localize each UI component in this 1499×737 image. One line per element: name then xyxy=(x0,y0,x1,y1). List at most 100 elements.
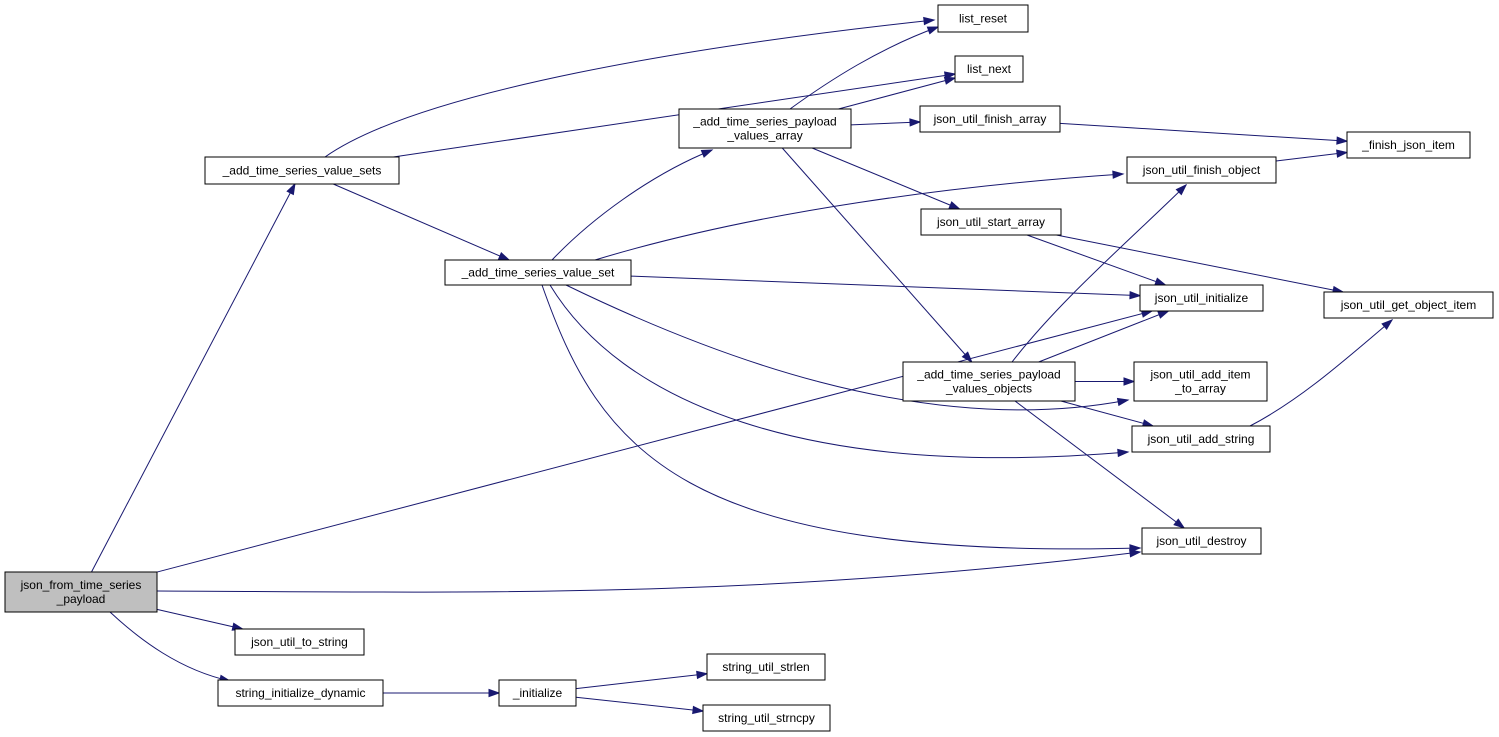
edge-add-time-series-value-sets-to-list-next xyxy=(393,71,957,158)
node-json-util-add-string-box[interactable] xyxy=(1131,425,1271,453)
edge-add-time-series-value-set-to-json-util-add-string-arrowhead xyxy=(1117,448,1130,458)
node-json-util-destroy-label: json_util_destroy xyxy=(1155,534,1246,548)
edge-json-from-time-series-payload-to-add-time-series-value-sets xyxy=(91,182,296,573)
edge-add-time-series-payload-values-array-to-json-util-start-array xyxy=(811,147,961,210)
edge-add-time-series-value-sets-to-list-reset-line xyxy=(324,19,935,158)
node-add-time-series-payload-values-objects-box[interactable] xyxy=(902,361,1076,402)
node-add-time-series-payload-values-objects[interactable]: _add_time_series_payload_values_objects xyxy=(902,361,1076,402)
node-string-initialize-dynamic-box[interactable] xyxy=(217,679,384,707)
edge-json-from-time-series-payload-to-string-initialize-dynamic-line xyxy=(109,611,231,682)
edge-string-initialize-dynamic-to-initialize-arrowhead xyxy=(488,688,501,698)
node-add-time-series-payload-values-array[interactable]: _add_time_series_payload_values_array xyxy=(678,108,852,149)
node-json-util-initialize-label: json_util_initialize xyxy=(1154,291,1249,305)
node-list-reset-label: list_reset xyxy=(959,12,1008,26)
node-add-time-series-payload-values-array-box[interactable] xyxy=(678,108,852,149)
edge-json-from-time-series-payload-to-add-time-series-value-sets-arrowhead xyxy=(286,182,296,196)
edge-initialize-to-string-util-strncpy-arrowhead xyxy=(692,705,705,715)
node-json-util-finish-array-box[interactable] xyxy=(919,105,1061,133)
node-json-util-start-array-box[interactable] xyxy=(920,208,1062,236)
node-string-initialize-dynamic-label: string_initialize_dynamic xyxy=(235,686,365,700)
node-initialize[interactable]: _initialize xyxy=(498,679,577,707)
node-string-util-strlen-box[interactable] xyxy=(706,653,826,681)
node-json-util-to-string-label: json_util_to_string xyxy=(250,635,348,649)
node-string-util-strncpy-label: string_util_strncpy xyxy=(718,711,815,725)
edge-add-time-series-value-set-to-json-util-add-item-to-array xyxy=(565,284,1130,411)
node-add-time-series-payload-values-objects-label: _add_time_series_payload xyxy=(916,368,1060,382)
node-string-util-strncpy-box[interactable] xyxy=(702,704,831,732)
node-json-util-finish-array[interactable]: json_util_finish_array xyxy=(919,105,1061,133)
node-add-time-series-value-set-box[interactable] xyxy=(444,259,632,286)
edge-initialize-to-string-util-strncpy-line xyxy=(575,696,704,712)
edge-json-from-time-series-payload-to-json-util-destroy xyxy=(156,549,1142,593)
edge-initialize-to-string-util-strlen-line xyxy=(575,673,708,690)
edge-add-time-series-payload-values-array-to-json-util-start-array-line xyxy=(811,147,960,210)
node-json-util-add-item-to-array-label: json_util_add_item xyxy=(1149,368,1250,382)
edge-add-time-series-payload-values-objects-to-json-util-destroy-line xyxy=(1014,400,1185,529)
edge-add-time-series-value-sets-to-add-time-series-value-set-line xyxy=(333,183,510,261)
node-json-util-destroy[interactable]: json_util_destroy xyxy=(1141,527,1262,555)
node-add-time-series-value-sets-box[interactable] xyxy=(204,156,400,185)
edge-add-time-series-payload-values-objects-to-json-util-finish-object-line xyxy=(1011,184,1187,363)
node-json-util-finish-object[interactable]: json_util_finish_object xyxy=(1126,156,1277,184)
node-json-util-get-object-item-box[interactable] xyxy=(1323,291,1494,319)
node-list-reset[interactable]: list_reset xyxy=(937,4,1029,33)
edge-add-time-series-value-set-to-json-util-initialize-line xyxy=(630,275,1141,297)
edge-json-util-add-string-to-json-util-get-object-item-arrowhead xyxy=(1381,319,1394,331)
node-json-from-time-series-payload[interactable]: json_from_time_series_payload xyxy=(4,571,158,613)
node-string-util-strncpy[interactable]: string_util_strncpy xyxy=(702,704,831,732)
node-json-util-initialize-box[interactable] xyxy=(1139,284,1264,312)
edge-add-time-series-value-set-to-json-util-destroy xyxy=(541,284,1142,553)
node-json-util-to-string[interactable]: json_util_to_string xyxy=(234,628,365,656)
node-string-util-strlen[interactable]: string_util_strlen xyxy=(706,653,826,681)
node-string-util-strlen-label: string_util_strlen xyxy=(722,660,809,674)
edge-add-time-series-payload-values-array-to-list-next xyxy=(838,76,957,110)
node-json-util-add-string-label: json_util_add_string xyxy=(1147,432,1255,446)
node-initialize-box[interactable] xyxy=(498,679,577,707)
edge-add-time-series-payload-values-array-to-list-reset-line xyxy=(789,26,939,110)
node-list-reset-box[interactable] xyxy=(937,4,1029,33)
edge-add-time-series-payload-values-array-to-add-time-series-payload-values-objects-arrowhead xyxy=(961,351,973,364)
node-json-util-finish-object-box[interactable] xyxy=(1126,156,1277,184)
node-list-next[interactable]: list_next xyxy=(954,55,1024,83)
node-list-next-box[interactable] xyxy=(954,55,1024,83)
edge-json-from-time-series-payload-to-json-util-to-string-line xyxy=(156,608,243,630)
edge-add-time-series-value-set-to-json-util-destroy-line xyxy=(541,284,1141,550)
node-json-util-start-array-label: json_util_start_array xyxy=(936,215,1045,229)
edge-add-time-series-payload-values-array-to-json-util-finish-array xyxy=(850,118,922,127)
node-finish-json-item-box[interactable] xyxy=(1346,131,1471,159)
node-json-util-get-object-item-label: json_util_get_object_item xyxy=(1340,298,1476,312)
node-json-util-initialize[interactable]: json_util_initialize xyxy=(1139,284,1264,312)
node-add-time-series-payload-values-array-label: _values_array xyxy=(726,129,802,143)
edge-add-time-series-value-set-to-json-util-initialize xyxy=(630,275,1142,300)
node-json-util-destroy-box[interactable] xyxy=(1141,527,1262,555)
node-json-util-add-item-to-array[interactable]: json_util_add_item_to_array xyxy=(1133,361,1268,402)
edge-add-time-series-payload-values-array-to-add-time-series-payload-values-objects xyxy=(781,147,973,364)
edge-add-time-series-payload-values-array-to-add-time-series-payload-values-objects-line xyxy=(781,147,973,363)
edge-add-time-series-payload-values-array-to-list-next-arrowhead xyxy=(943,76,957,85)
node-json-util-to-string-box[interactable] xyxy=(234,628,365,656)
node-add-time-series-value-sets[interactable]: _add_time_series_value_sets xyxy=(204,156,400,185)
edge-json-util-start-array-to-json-util-initialize-arrowhead xyxy=(1154,277,1167,286)
edge-json-util-finish-object-to-finish-json-item xyxy=(1275,149,1349,162)
node-json-from-time-series-payload-box[interactable] xyxy=(4,571,158,613)
node-json-util-add-item-to-array-box[interactable] xyxy=(1133,361,1268,402)
node-json-util-get-object-item[interactable]: json_util_get_object_item xyxy=(1323,291,1494,319)
node-add-time-series-payload-values-objects-label: _values_objects xyxy=(945,382,1032,396)
edge-add-time-series-value-sets-to-list-reset xyxy=(324,16,936,158)
edge-add-time-series-payload-values-objects-to-json-util-destroy-arrowhead xyxy=(1173,518,1186,529)
node-json-util-add-string[interactable]: json_util_add_string xyxy=(1131,425,1271,453)
edge-add-time-series-value-set-to-json-util-finish-object-line xyxy=(594,173,1124,261)
node-add-time-series-value-sets-label: _add_time_series_value_sets xyxy=(222,164,382,178)
edge-add-time-series-value-set-to-json-util-add-item-to-array-arrowhead xyxy=(1116,397,1130,407)
edge-json-util-start-array-to-json-util-initialize-line xyxy=(1026,234,1166,286)
node-json-from-time-series-payload-label: _payload xyxy=(56,592,106,606)
edge-add-time-series-payload-values-array-to-list-reset xyxy=(789,26,940,110)
edge-initialize-to-string-util-strncpy xyxy=(575,696,705,715)
node-string-initialize-dynamic[interactable]: string_initialize_dynamic xyxy=(217,679,384,707)
edge-add-time-series-value-sets-to-add-time-series-value-set xyxy=(333,183,511,261)
node-finish-json-item[interactable]: _finish_json_item xyxy=(1346,131,1471,159)
edge-json-util-finish-object-to-finish-json-item-arrowhead xyxy=(1336,149,1349,158)
node-add-time-series-value-set[interactable]: _add_time_series_value_set xyxy=(444,259,632,286)
node-json-util-start-array[interactable]: json_util_start_array xyxy=(920,208,1062,236)
